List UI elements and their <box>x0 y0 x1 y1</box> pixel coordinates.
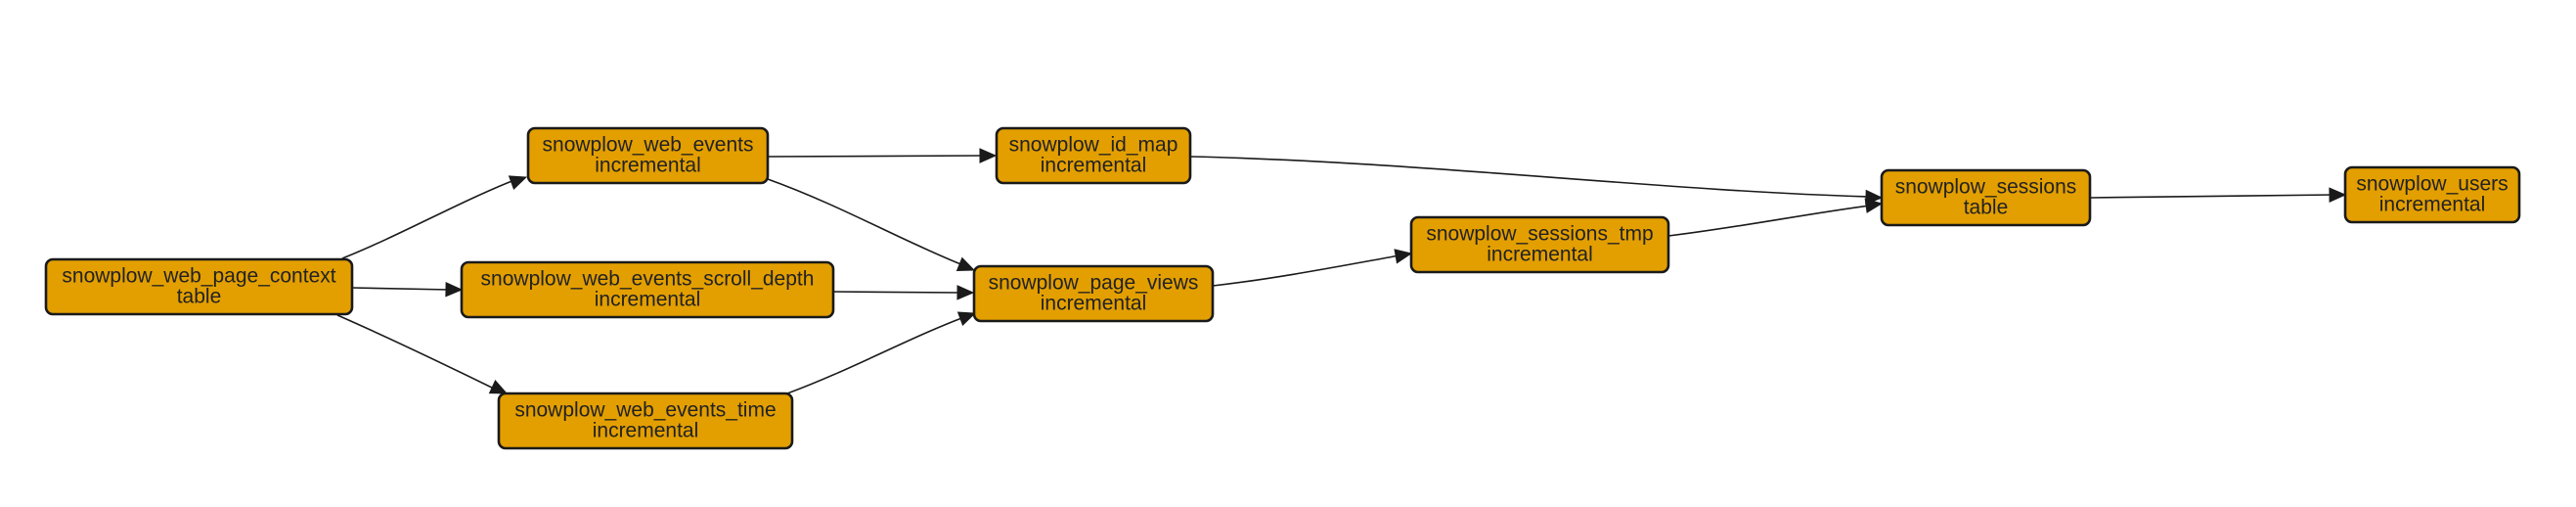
node-name: snowplow_sessions_tmp <box>1426 223 1653 246</box>
node-name: snowplow_sessions <box>1895 176 2077 199</box>
edge-line <box>1212 254 1400 287</box>
node-materialization: incremental <box>595 155 701 177</box>
node-box[interactable] <box>1409 215 1670 274</box>
node-box[interactable] <box>1880 168 2092 227</box>
arrowhead <box>956 311 977 327</box>
arrowhead <box>445 281 464 298</box>
edge-line <box>767 178 964 266</box>
node-box[interactable] <box>44 257 354 316</box>
arrowhead <box>1864 198 1884 213</box>
node-materialization: incremental <box>593 420 699 442</box>
node-box[interactable] <box>526 126 770 185</box>
edges-layer <box>336 148 2347 394</box>
edge-sessions-to-users <box>2089 187 2347 203</box>
edge-web_page_context-to-events_time <box>336 314 509 394</box>
node-materialization: incremental <box>1487 244 1593 266</box>
edge-line <box>2089 194 2334 199</box>
node-materialization: incremental <box>1041 293 1147 315</box>
arrowhead <box>1394 249 1413 264</box>
arrowhead <box>488 379 509 394</box>
edge-line <box>1189 156 1871 198</box>
edge-sessions_tmp-to-sessions <box>1667 198 1884 237</box>
edge-line <box>336 314 495 390</box>
edge-page_views-to-sessions_tmp <box>1212 249 1413 287</box>
node-materialization: table <box>177 286 222 308</box>
edge-web_page_context-to-web_events <box>341 175 528 259</box>
node-materialization: incremental <box>595 289 701 311</box>
arrowhead <box>2329 187 2347 203</box>
edge-web_events-to-page_views <box>767 178 976 271</box>
edge-web_page_context-to-scroll_depth <box>351 281 464 298</box>
edge-line <box>767 155 985 158</box>
edge-line <box>1667 205 1871 237</box>
edge-line <box>351 287 451 291</box>
arrowhead <box>508 175 528 190</box>
node-box[interactable] <box>460 260 835 319</box>
arrowhead <box>955 256 976 271</box>
edge-line <box>341 179 515 259</box>
node-name: snowplow_id_map <box>1009 134 1178 157</box>
edge-scroll_depth-to-page_views <box>832 285 975 300</box>
edge-web_events-to-id_map <box>767 148 998 163</box>
node-materialization: incremental <box>1041 155 1147 177</box>
node-box[interactable] <box>497 392 794 450</box>
arrowhead <box>979 148 998 163</box>
nodes-layer: snowplow_web_page_contexttablesnowplow_w… <box>44 126 2521 450</box>
edge-line <box>832 291 962 294</box>
node-name: snowplow_web_page_context <box>62 265 335 288</box>
edge-events_time-to-page_views <box>786 311 977 394</box>
node-name: snowplow_users <box>2356 173 2508 196</box>
node-name: snowplow_page_views <box>989 272 1199 295</box>
node-name: snowplow_web_events_scroll_depth <box>481 268 815 291</box>
node-box[interactable] <box>972 264 1215 323</box>
node-box[interactable] <box>995 126 1192 185</box>
edge-id_map-to-sessions <box>1189 156 1884 206</box>
node-materialization: table <box>1964 197 2009 219</box>
edge-line <box>786 316 965 394</box>
node-scroll-depth[interactable]: snowplow_web_events_scroll_depthincremen… <box>460 260 835 319</box>
arrowhead <box>956 285 975 300</box>
node-name: snowplow_web_events_time <box>514 399 776 422</box>
node-box[interactable] <box>2343 165 2521 224</box>
node-materialization: incremental <box>2379 194 2486 216</box>
node-name: snowplow_web_events <box>543 134 754 157</box>
